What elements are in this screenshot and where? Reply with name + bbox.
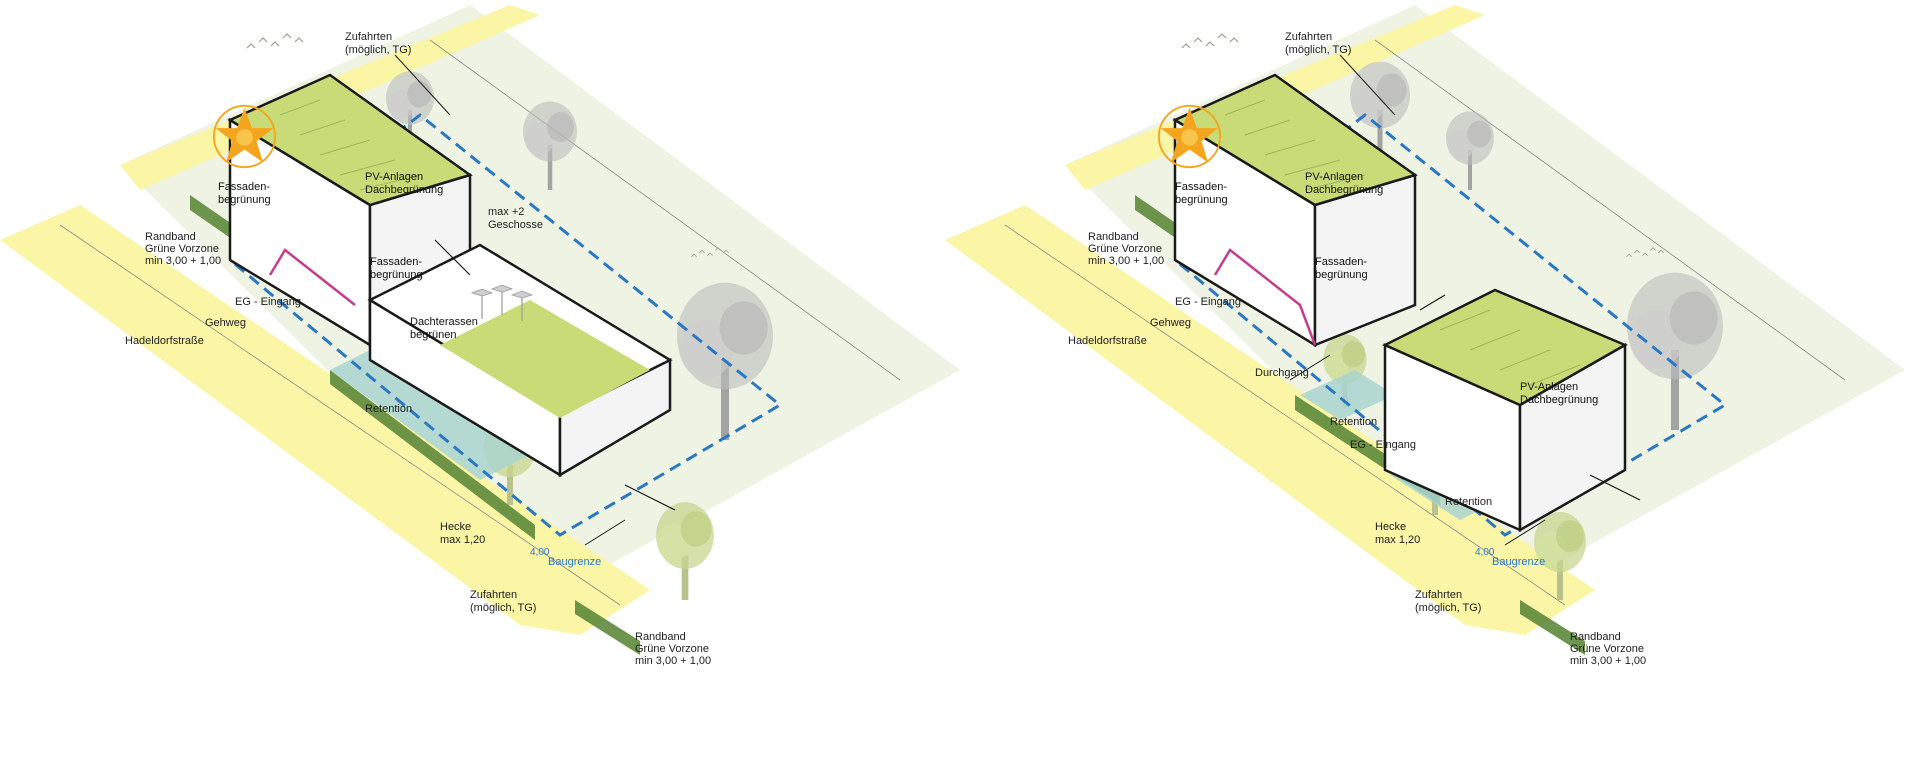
right-building-2-roof	[1382, 288, 1628, 407]
right-label-fassade-2: Fassaden-begrünung	[1315, 256, 1368, 281]
right-pv-panels-2	[1439, 309, 1581, 386]
left-diagram: Zufahrten(möglich, TG) Fassaden-begrünun…	[0, 5, 960, 667]
arrow-icon	[434, 239, 471, 276]
right-sidewalk-line	[1004, 224, 1566, 606]
leader-line	[1339, 54, 1396, 116]
right-plot-line	[1374, 39, 1846, 381]
leader-line	[394, 54, 451, 116]
arrow-icon	[1589, 474, 1641, 501]
right-building-1-roof	[1172, 73, 1418, 207]
left-hedge-2	[330, 370, 535, 540]
left-label-street: Hadeldorfstraße	[125, 335, 204, 347]
left-label-eg-eingang: EG - Eingang	[235, 296, 301, 308]
left-label-zufahrten-bottom: Zufahrten(möglich, TG)	[470, 589, 536, 614]
right-label-retention-1: Retention	[1330, 416, 1377, 428]
left-label-retention: Retention	[365, 403, 412, 415]
right-label-zufahrten-top: Zufahrten(möglich, TG)	[1285, 31, 1351, 56]
right-label-dim-400: 4,00	[1475, 547, 1495, 558]
right-retention-1	[1300, 370, 1395, 420]
leader-line	[1504, 519, 1546, 546]
left-label-zufahrten-top: Zufahrten(möglich, TG)	[345, 31, 411, 56]
left-entrance-outline	[268, 248, 356, 306]
right-street	[945, 205, 1595, 635]
right-pv-panels	[1224, 99, 1366, 191]
right-label-zufahrten-bottom: Zufahrten(möglich, TG)	[1415, 589, 1481, 614]
left-label-fassade-1: Fassaden-begrünung	[218, 181, 271, 206]
left-street	[0, 205, 650, 635]
bird-icon	[1181, 33, 1239, 49]
right-label-eg-eingang-1: EG - Eingang	[1175, 296, 1241, 308]
left-label-dim-400: 4,00	[530, 547, 550, 558]
right-entrance-outline	[1213, 248, 1317, 346]
right-label-street: Hadeldorfstraße	[1068, 335, 1147, 347]
right-label-baugrenze: Baugrenze	[1492, 556, 1545, 568]
right-diagram: Zufahrten(möglich, TG) Fassaden-begrünun…	[945, 5, 1905, 667]
right-label-gehweg: Gehweg	[1150, 317, 1191, 329]
left-sidewalk-line	[59, 224, 621, 606]
tree-icon	[656, 502, 714, 600]
arrow-icon	[624, 484, 676, 511]
left-label-gehweg: Gehweg	[205, 317, 246, 329]
left-plot-line	[429, 39, 901, 381]
leader-line	[584, 519, 626, 546]
durchgang-line	[1289, 354, 1331, 381]
left-retention	[330, 345, 530, 480]
left-label-baugrenze: Baugrenze	[548, 556, 601, 568]
right-label-eg-eingang-2: EG - Eingang	[1350, 439, 1416, 451]
right-label-durchgang: Durchgang	[1255, 367, 1309, 379]
bird-icon	[246, 33, 304, 49]
left-hedge-3	[575, 600, 640, 655]
right-label-retention-2: Retention	[1445, 496, 1492, 508]
right-label-fassade-1: Fassaden-begrünung	[1175, 181, 1228, 206]
left-building-1-roof	[227, 73, 473, 207]
right-hedge-3	[1520, 600, 1585, 655]
left-roof-garden	[440, 300, 650, 418]
left-label-fassade-2: Fassaden-begrünung	[370, 256, 423, 281]
left-pv-panels	[279, 99, 421, 191]
arrow-icon	[1419, 294, 1446, 311]
